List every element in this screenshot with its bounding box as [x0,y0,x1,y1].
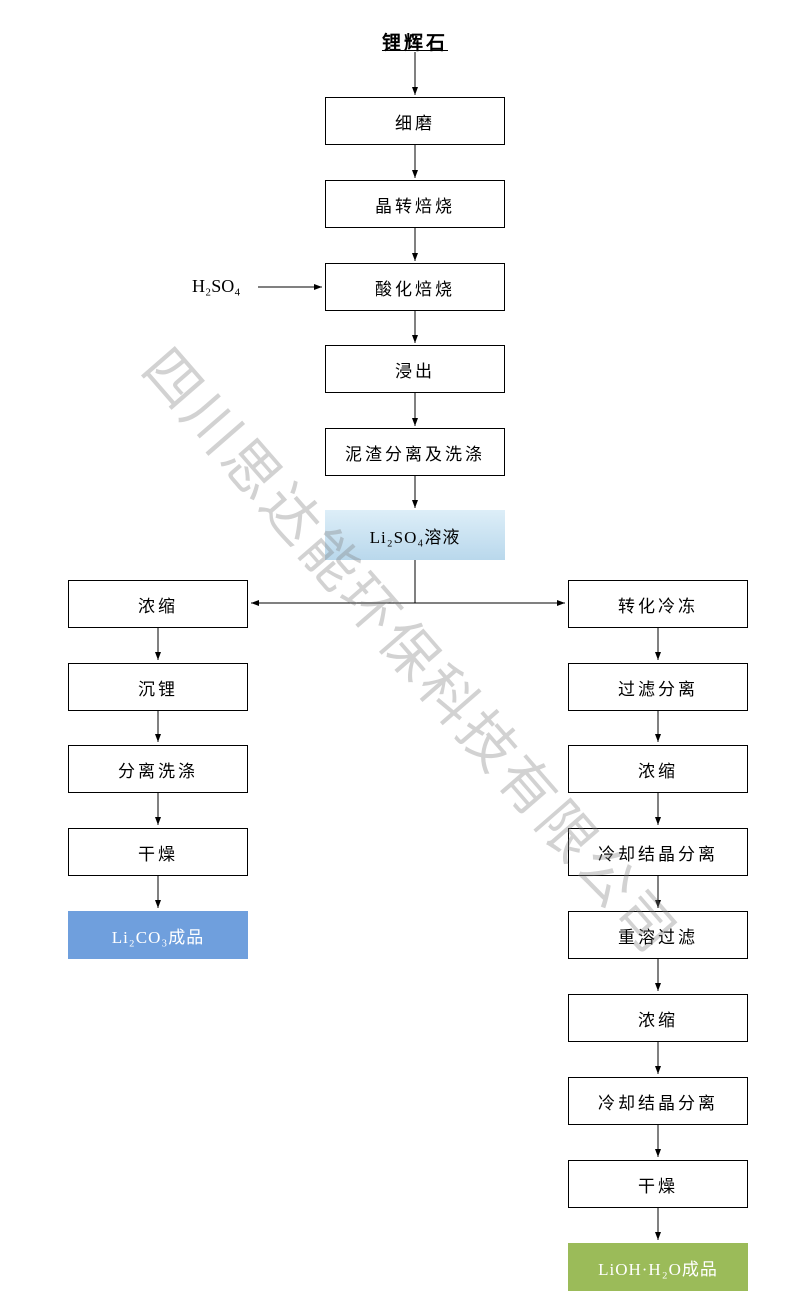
diagram-title: 锂辉石 [381,33,448,54]
step-concentration-right-1: 浓缩 [568,745,748,793]
step-redissolution-filtration: 重溶过滤 [568,911,748,959]
step-acid-roasting: 酸化焙烧 [325,263,505,311]
step-drying-right: 干燥 [568,1160,748,1208]
step-conversion-freezing: 转化冷冻 [568,580,748,628]
product-lioh-h2o: LiOH·H₂O成品 [568,1243,748,1291]
step-concentration-right-2: 浓缩 [568,994,748,1042]
step-cooling-crystallization-separation-2: 冷却结晶分离 [568,1077,748,1125]
product-li2co3: Li₂CO₃成品 [68,911,248,959]
step-filtration-separation: 过滤分离 [568,663,748,711]
step-drying-left: 干燥 [68,828,248,876]
step-leaching: 浸出 [325,345,505,393]
reagent-label-h2so4: H₂SO₄ [192,276,241,296]
step-cooling-crystallization-separation-1: 冷却结晶分离 [568,828,748,876]
step-lithium-precipitation: 沉锂 [68,663,248,711]
step-crystal-conversion-roasting: 晶转焙烧 [325,180,505,228]
node-li2so4-solution: Li₂SO₄溶液 [325,510,505,560]
step-slag-separation-washing: 泥渣分离及洗涤 [325,428,505,476]
step-fine-grinding: 细磨 [325,97,505,145]
step-separation-washing: 分离洗涤 [68,745,248,793]
step-concentration-left: 浓缩 [68,580,248,628]
